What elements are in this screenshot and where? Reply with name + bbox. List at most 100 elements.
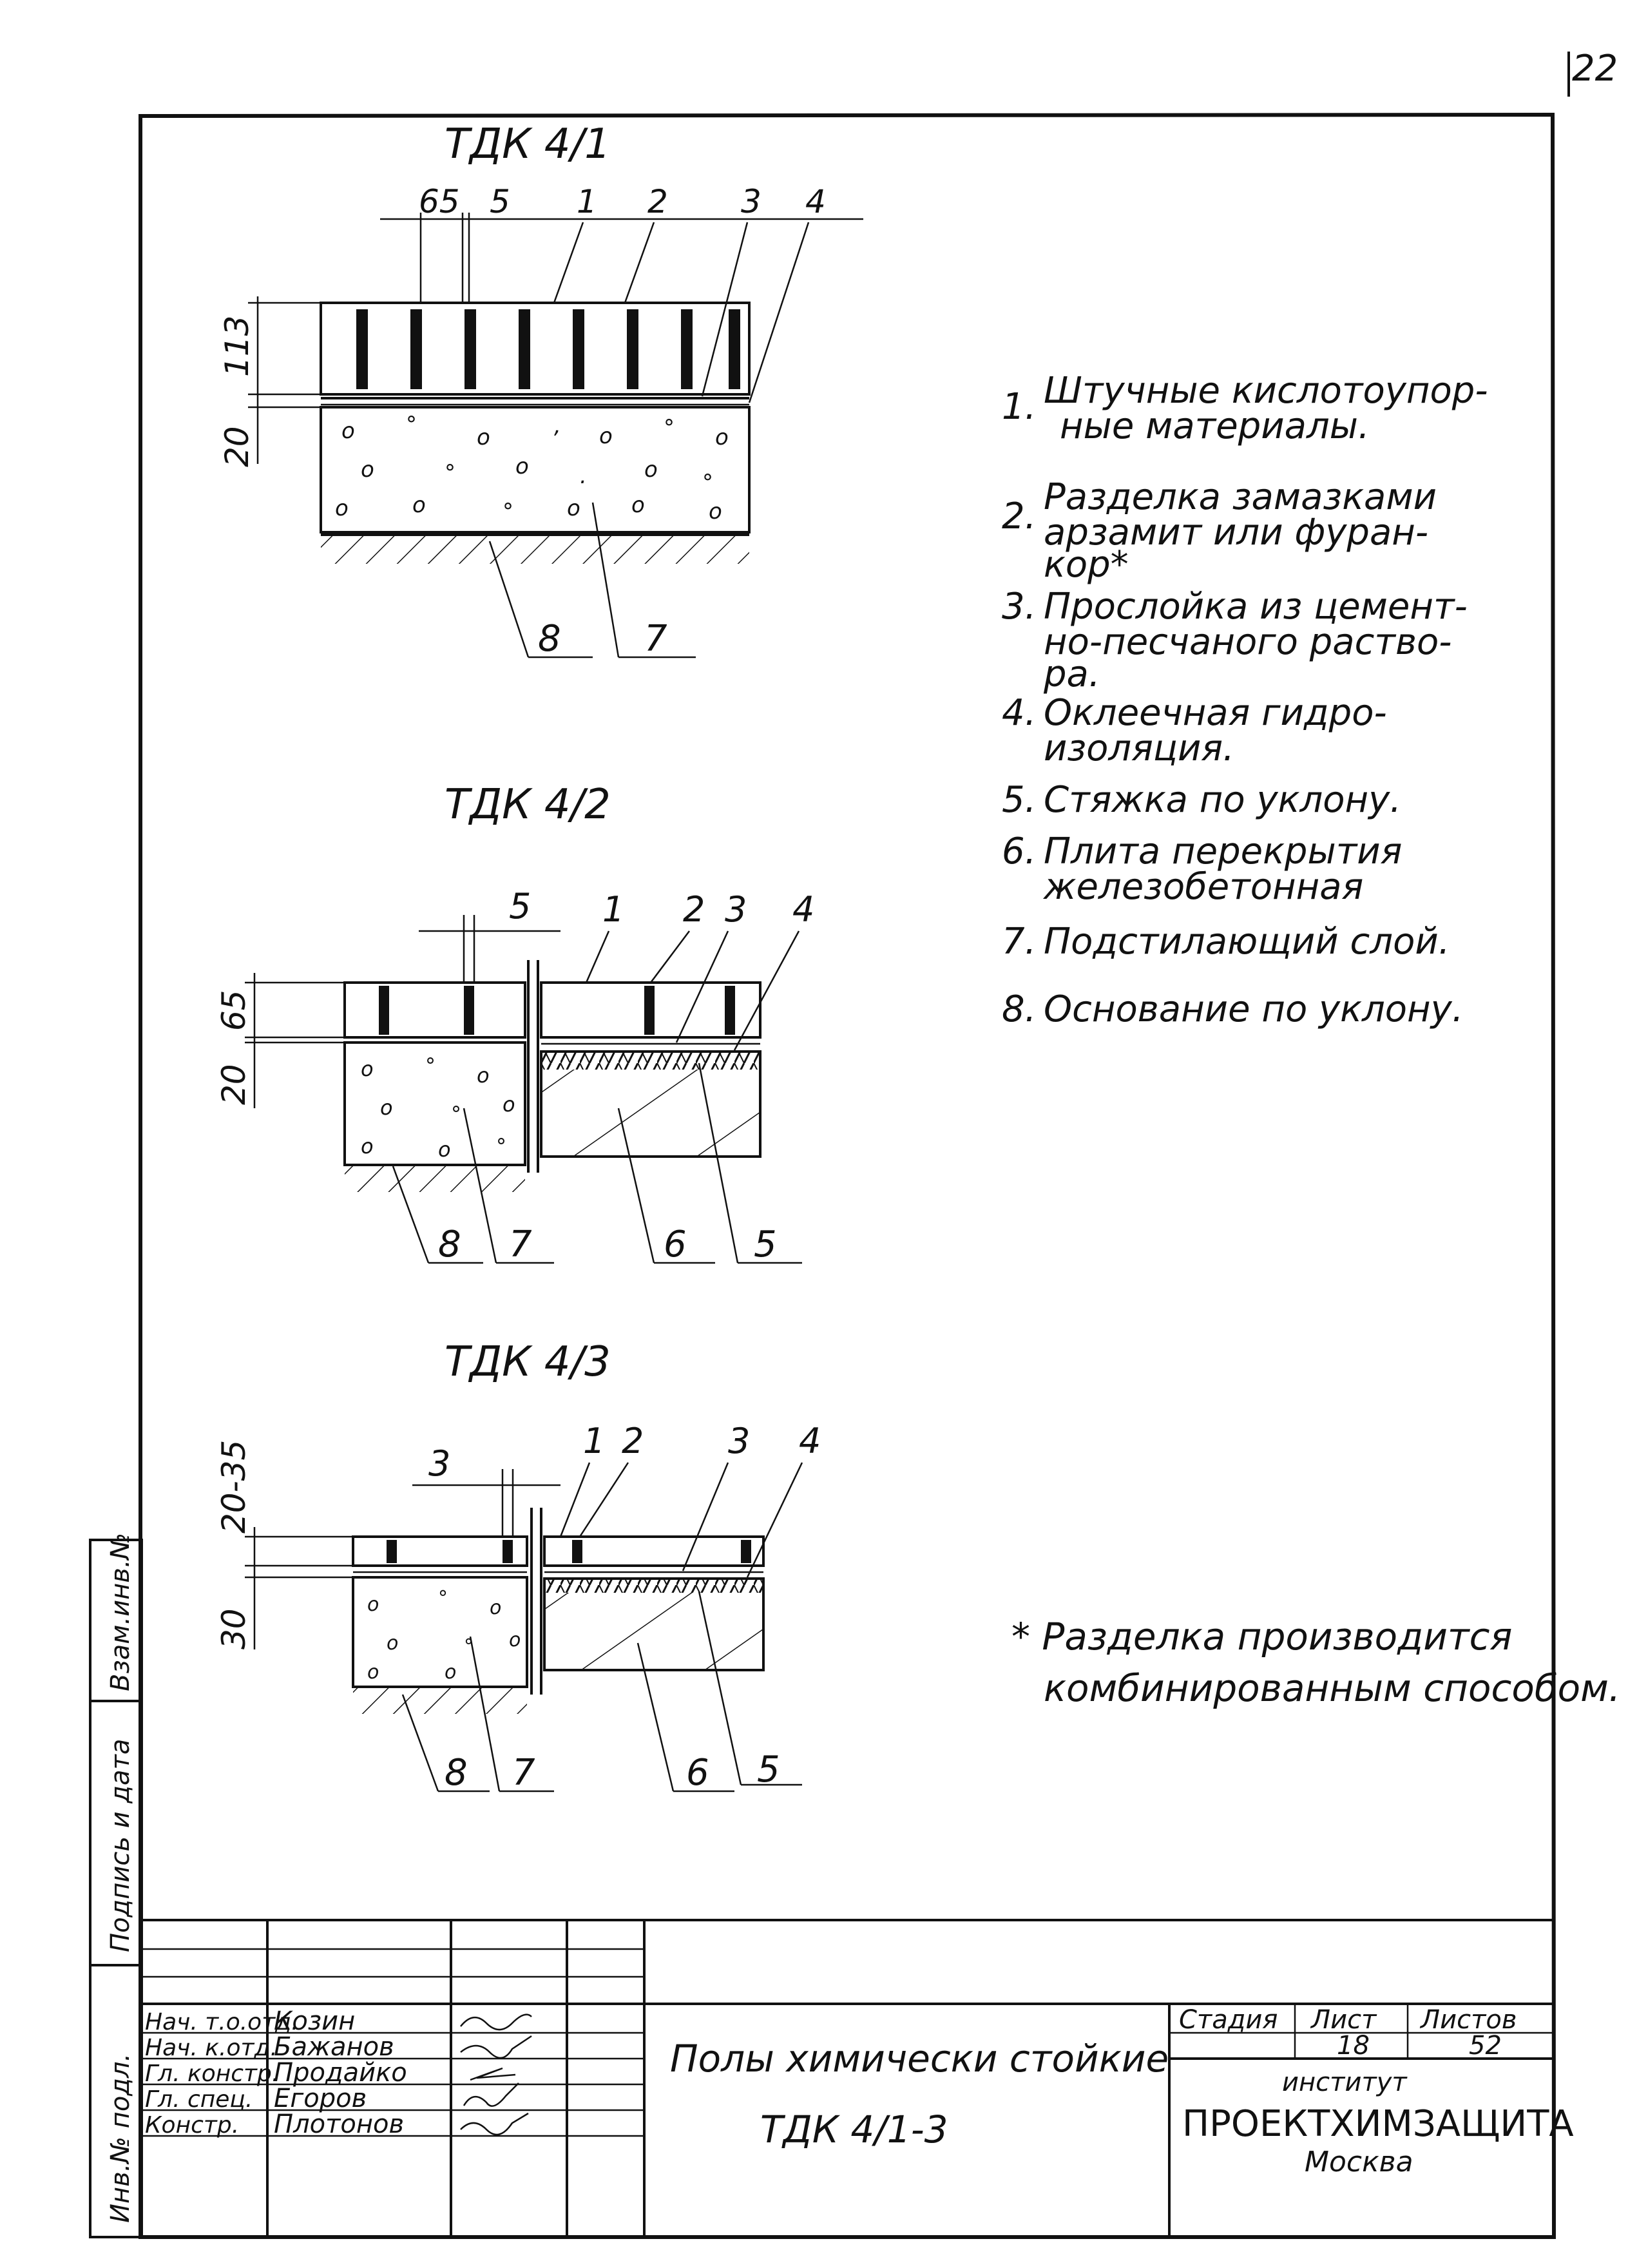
detail-2-leader-2: 2 <box>683 889 705 930</box>
detail-3-dim-interlayer-height: 30 <box>215 1608 253 1649</box>
detail-2-left-underlayer <box>343 1041 526 1166</box>
detail-2-dim-interlayer-height: 20 <box>215 1064 253 1105</box>
svg-text:°: ° <box>664 415 675 441</box>
legend: 1. Штучные кислотоупор- ные материалы. 2… <box>1002 370 1488 1030</box>
signatures <box>460 2013 532 2136</box>
detail-2-title: ТДК 4/2 <box>445 781 611 829</box>
svg-text:°: ° <box>406 412 417 437</box>
legend-item-6: 6. Плита перекрытия железобетонная <box>1002 831 1402 908</box>
name-plotonov: Плотонов <box>274 2109 404 2139</box>
svg-text:o: o <box>445 1661 456 1684</box>
role-chief-designer: Гл. констр. <box>145 2061 279 2087</box>
side-stamp-replacement-inv: Взам.инв.№ <box>106 1533 135 1691</box>
detail-2-base-hatch <box>345 1166 525 1192</box>
side-stamp: Взам.инв.№ Подпись и дата Инв.№ подл. <box>89 1533 143 2238</box>
svg-text:1.: 1. <box>1002 386 1036 428</box>
detail-1-dim-interlayer-height: 20 <box>218 426 256 467</box>
svg-text:o: o <box>341 418 355 444</box>
detail-1-dim-tile-height: 113 <box>218 316 256 377</box>
svg-text:Стяжка по уклону.: Стяжка по уклону. <box>1044 779 1401 821</box>
org-city: Москва <box>1305 2146 1413 2178</box>
legend-item-2: 2. Разделка замазками арзамит или фуран-… <box>1002 476 1437 586</box>
detail-1-dim-tile-width: 65 <box>419 183 460 220</box>
detail-2-dim-tile-height: 65 <box>215 990 253 1031</box>
side-stamp-original-inv: Инв.№ подл. <box>106 2053 135 2223</box>
detail-2-leader-7: 7 <box>509 1224 532 1265</box>
svg-text:арзамит или фуран-: арзамит или фуран- <box>1044 512 1428 553</box>
svg-text:* Разделка производится: * Разделка производится <box>1011 1615 1512 1658</box>
svg-text:o: o <box>490 1597 501 1619</box>
role-head-tech-dept: Нач. т.о.отд. <box>145 2009 299 2035</box>
detail-3-leader-1: 1 <box>583 1421 605 1461</box>
svg-text:°: ° <box>438 1587 448 1610</box>
name-bazhanov: Бажанов <box>274 2032 394 2062</box>
svg-text:°: ° <box>445 460 455 486</box>
legend-item-8: 8. Основание по уклону. <box>1002 988 1464 1030</box>
svg-text:°: ° <box>496 1134 506 1158</box>
svg-text:комбинированным способом.: комбинированным способом. <box>1044 1666 1620 1710</box>
drawing-code: ТДК 4/1-3 <box>760 2108 948 2151</box>
svg-text:o: o <box>380 1095 393 1120</box>
detail-1-leader-3: 3 <box>741 183 761 220</box>
stage-label: Стадия <box>1179 2005 1278 2035</box>
detail-2-leader-4: 4 <box>792 889 814 930</box>
detail-3-leader-8: 8 <box>445 1752 468 1794</box>
detail-2-left-tiles <box>343 981 526 1039</box>
svg-text:.: . <box>580 463 587 489</box>
svg-text:2.: 2. <box>1002 495 1036 537</box>
footnote: * Разделка производится комбинированным … <box>1011 1615 1620 1710</box>
sheet-label: Лист <box>1310 2005 1377 2035</box>
sheet-number: 18 <box>1337 2031 1370 2061</box>
svg-text:5.: 5. <box>1002 779 1036 821</box>
legend-item-4: 4. Оклеечная гидро- изоляция. <box>1002 692 1387 769</box>
svg-text:кор*: кор* <box>1044 544 1129 586</box>
svg-text:o: o <box>477 1063 490 1088</box>
role-chief-specialist: Гл. спец. <box>145 2086 253 2113</box>
svg-text:o: o <box>387 1632 398 1655</box>
svg-text:°: ° <box>451 1102 461 1126</box>
sheet-frame <box>139 112 1556 2239</box>
svg-text:6.: 6. <box>1002 831 1036 872</box>
svg-text:8.: 8. <box>1002 988 1036 1030</box>
svg-text:o: o <box>599 423 613 449</box>
svg-text:o: o <box>715 425 729 450</box>
detail-1-leader-8: 8 <box>538 618 561 660</box>
svg-text:Штучные кислотоупор-: Штучные кислотоупор- <box>1044 370 1488 412</box>
legend-item-3: 3. Прослойка из цемент- но-песчаного рас… <box>1002 586 1468 695</box>
detail-3-leader-3: 3 <box>728 1421 750 1461</box>
svg-text:o: o <box>631 492 645 518</box>
svg-text:o: o <box>515 454 529 479</box>
svg-text:o: o <box>503 1092 515 1117</box>
role-designer: Констр. <box>145 2112 239 2138</box>
svg-text:4.: 4. <box>1002 692 1036 734</box>
svg-text:o: o <box>509 1629 521 1651</box>
svg-text:o: o <box>367 1661 379 1684</box>
svg-text:o: o <box>361 1057 374 1081</box>
detail-3-leader-5: 5 <box>757 1749 780 1791</box>
svg-text:Разделка замазками: Разделка замазками <box>1044 476 1437 518</box>
svg-text:изоляция.: изоляция. <box>1044 727 1234 769</box>
detail-2-leader-8: 8 <box>438 1224 461 1265</box>
title-block: Нач. т.о.отд. Нач. к.отд. Гл. констр. Гл… <box>140 1919 1574 2237</box>
detail-3-left-tiles <box>352 1535 528 1567</box>
detail-3-dim-tile-height: 20-35 <box>215 1440 253 1533</box>
svg-text:железобетонная: железобетонная <box>1042 866 1363 908</box>
detail-3-title: ТДК 4/3 <box>445 1338 611 1386</box>
detail-3-base-hatch <box>353 1688 527 1714</box>
svg-text:,: , <box>554 413 561 439</box>
detail-3-leader-6: 6 <box>686 1752 709 1794</box>
detail-3-leader-4: 4 <box>799 1421 821 1461</box>
svg-text:o: o <box>709 499 722 524</box>
detail-3-screed <box>544 1579 763 1593</box>
legend-item-7: 7. Подстилающий слой. <box>1002 921 1450 963</box>
svg-text:o: o <box>361 1134 374 1158</box>
org-name: ПРОЕКТХИМЗАЩИТА <box>1182 2103 1574 2145</box>
svg-text:Подстилающий слой.: Подстилающий слой. <box>1044 921 1450 963</box>
name-kozin: Козин <box>274 2006 355 2036</box>
detail-1-leader-4: 4 <box>805 183 826 220</box>
detail-3-right-tiles <box>543 1535 765 1567</box>
svg-text:o: o <box>644 457 658 483</box>
svg-text:°: ° <box>425 1053 436 1078</box>
